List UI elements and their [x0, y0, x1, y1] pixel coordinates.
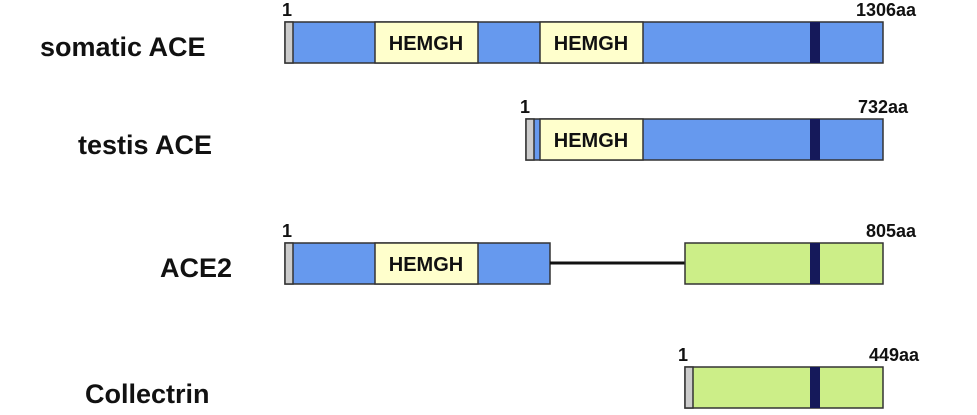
start-residue-label: 1 — [282, 221, 292, 241]
collectrin-homology-bar — [684, 242, 884, 285]
start-residue-label: 1 — [282, 0, 292, 20]
protein-name: ACE2 — [160, 253, 232, 283]
hemgh-domain-box — [374, 242, 479, 285]
transmembrane-segment — [810, 22, 820, 63]
hemgh-domain-label: HEMGH — [389, 33, 463, 55]
row-ace2: ACE2 1 805aa HEMGH — [160, 221, 917, 285]
collectrin-body-bar — [684, 366, 884, 409]
signal-peptide-segment — [684, 366, 694, 409]
end-residue-label: 732aa — [858, 97, 909, 117]
hemgh-domain-box — [539, 118, 644, 161]
signal-peptide-segment — [284, 242, 294, 285]
hemgh-domain-label: HEMGH — [554, 130, 628, 152]
signal-peptide-segment — [525, 118, 535, 161]
end-residue-label: 805aa — [866, 221, 917, 241]
row-collectrin: Collectrin 1 449aa — [85, 345, 920, 409]
row-testis-ace: testis ACE 1 732aa HEMGH — [78, 97, 909, 161]
start-residue-label: 1 — [678, 345, 688, 365]
end-residue-label: 449aa — [869, 345, 920, 365]
row-somatic-ace: somatic ACE 1 1306aa HEMGH HEMGH — [40, 0, 917, 64]
hemgh-domain-box — [374, 21, 479, 64]
hemgh-domain-label: HEMGH — [389, 254, 463, 276]
hemgh-domain-box — [539, 21, 644, 64]
transmembrane-segment — [810, 119, 820, 160]
start-residue-label: 1 — [520, 97, 530, 117]
transmembrane-segment — [810, 243, 820, 284]
protein-name: testis ACE — [78, 130, 212, 160]
protein-name: somatic ACE — [40, 32, 206, 62]
hemgh-domain-label: HEMGH — [554, 33, 628, 55]
transmembrane-segment — [810, 367, 820, 408]
end-residue-label: 1306aa — [856, 0, 917, 20]
signal-peptide-segment — [284, 21, 294, 64]
protein-name: Collectrin — [85, 379, 210, 409]
